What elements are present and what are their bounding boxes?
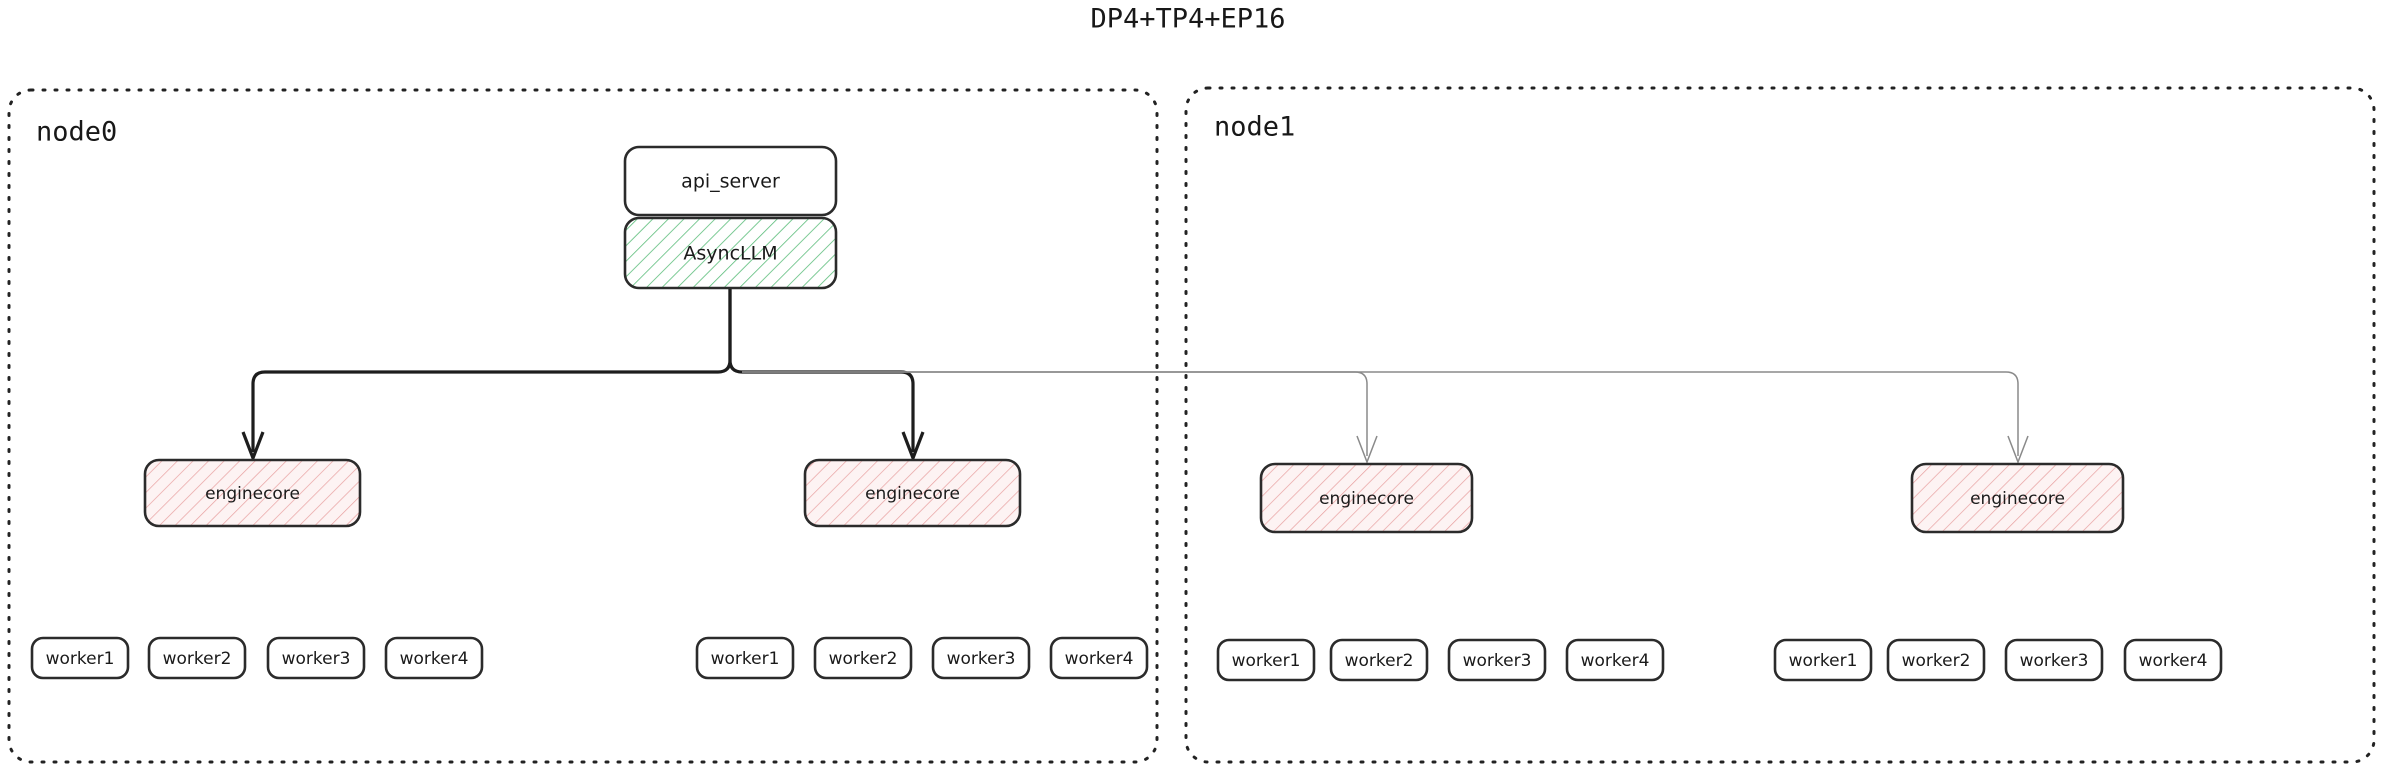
node-worker[interactable]: worker1 <box>30 636 130 680</box>
node-worker-label: worker1 <box>711 649 780 669</box>
node-asyncllm[interactable]: AsyncLLM <box>623 216 838 290</box>
node-enginecore-2[interactable]: enginecore <box>1259 462 1474 534</box>
node-worker-label: worker2 <box>1345 651 1414 671</box>
node-worker-box[interactable] <box>147 636 247 680</box>
node-worker[interactable]: worker2 <box>1329 638 1429 682</box>
node-worker-box[interactable] <box>1049 636 1149 680</box>
edge-asyncllm-enginecore1 <box>728 288 915 452</box>
cluster-node1-border <box>1184 86 2376 764</box>
node-enginecore-1-box[interactable] <box>803 458 1022 528</box>
node-enginecore-3-label: enginecore <box>1970 489 2065 509</box>
node-worker-label: worker4 <box>2139 651 2208 671</box>
node-worker-label: worker4 <box>400 649 469 669</box>
node-worker-label: worker3 <box>1463 651 1532 671</box>
node-worker-box[interactable] <box>695 636 795 680</box>
node-worker[interactable]: worker4 <box>384 636 484 680</box>
node-worker-label: worker1 <box>1789 651 1858 671</box>
node-worker-box[interactable] <box>2004 638 2104 682</box>
node-worker[interactable]: worker3 <box>931 636 1031 680</box>
node-enginecore-3-box[interactable] <box>1910 462 2125 534</box>
node-worker-box[interactable] <box>266 636 366 680</box>
node-worker-box[interactable] <box>1447 638 1547 682</box>
node-worker-box[interactable] <box>1886 638 1986 682</box>
worker-group-enginecore-0: worker1 worker2 worker3 worker4 <box>30 636 484 680</box>
cluster-node0: node0 <box>7 88 1159 764</box>
node-worker-box[interactable] <box>384 636 484 680</box>
edge-asyncllm-enginecore0 <box>251 288 732 452</box>
node-enginecore-0[interactable]: enginecore <box>143 458 362 528</box>
node-worker[interactable]: worker1 <box>1216 638 1316 682</box>
cluster-node0-label: node0 <box>36 117 117 148</box>
node-worker-label: worker1 <box>1232 651 1301 671</box>
node-worker-box[interactable] <box>931 636 1031 680</box>
node-worker-label: worker1 <box>46 649 115 669</box>
node-api-server-label: api_server <box>681 171 780 193</box>
cluster-node0-border <box>7 88 1159 764</box>
node-worker[interactable]: worker3 <box>266 636 366 680</box>
node-worker[interactable]: worker4 <box>2123 638 2223 682</box>
node-enginecore-2-box[interactable] <box>1259 462 1474 534</box>
edge-asyncllm-enginecore3 <box>742 371 2019 456</box>
node-worker[interactable]: worker3 <box>1447 638 1547 682</box>
node-enginecore-3[interactable]: enginecore <box>1910 462 2125 534</box>
node-worker-label: worker3 <box>282 649 351 669</box>
node-enginecore-1-label: enginecore <box>865 484 960 504</box>
arrowhead-enginecore1 <box>901 431 925 463</box>
node-worker-label: worker2 <box>1902 651 1971 671</box>
node-enginecore-2-label: enginecore <box>1319 489 1414 509</box>
node-worker-label: worker3 <box>947 649 1016 669</box>
cluster-node1-label: node1 <box>1214 112 1295 143</box>
node-asyncllm-box[interactable] <box>623 216 838 290</box>
node-worker[interactable]: worker2 <box>813 636 913 680</box>
node-worker[interactable]: worker4 <box>1565 638 1665 682</box>
node-api-server[interactable]: api_server <box>623 145 838 217</box>
node-worker-box[interactable] <box>1565 638 1665 682</box>
worker-group-enginecore-2: worker1 worker2 worker3 worker4 <box>1216 638 1665 682</box>
arrowhead-enginecore2 <box>1356 435 1378 465</box>
node-worker-label: worker2 <box>163 649 232 669</box>
node-asyncllm-label: AsyncLLM <box>683 243 777 265</box>
node-worker[interactable]: worker3 <box>2004 638 2104 682</box>
node-worker-label: worker3 <box>2020 651 2089 671</box>
node-worker-box[interactable] <box>1216 638 1316 682</box>
edge-asyncllm-enginecore2 <box>742 371 1368 456</box>
arrowhead-enginecore3 <box>2007 435 2029 465</box>
node-enginecore-0-label: enginecore <box>205 484 300 504</box>
cluster-node1: node1 <box>1184 86 2376 764</box>
node-worker[interactable]: worker1 <box>1773 638 1873 682</box>
node-api-server-box[interactable] <box>623 145 838 217</box>
arrowhead-enginecore0 <box>241 431 265 463</box>
node-worker[interactable]: worker2 <box>1886 638 1986 682</box>
node-worker-box[interactable] <box>30 636 130 680</box>
worker-group-enginecore-1: worker1 worker2 worker3 worker4 <box>695 636 1149 680</box>
node-worker-box[interactable] <box>813 636 913 680</box>
node-worker[interactable]: worker2 <box>147 636 247 680</box>
edge-group <box>241 288 2029 465</box>
node-worker[interactable]: worker4 <box>1049 636 1149 680</box>
node-worker-box[interactable] <box>2123 638 2223 682</box>
node-worker[interactable]: worker1 <box>695 636 795 680</box>
node-enginecore-1[interactable]: enginecore <box>803 458 1022 528</box>
node-worker-label: worker2 <box>829 649 898 669</box>
worker-group-enginecore-3: worker1 worker2 worker3 worker4 <box>1773 638 2223 682</box>
node-worker-label: worker4 <box>1065 649 1134 669</box>
node-worker-box[interactable] <box>1329 638 1429 682</box>
node-worker-box[interactable] <box>1773 638 1873 682</box>
node-enginecore-0-box[interactable] <box>143 458 362 528</box>
node-worker-label: worker4 <box>1581 651 1650 671</box>
page-title: DP4+TP4+EP16 <box>1090 4 1285 35</box>
